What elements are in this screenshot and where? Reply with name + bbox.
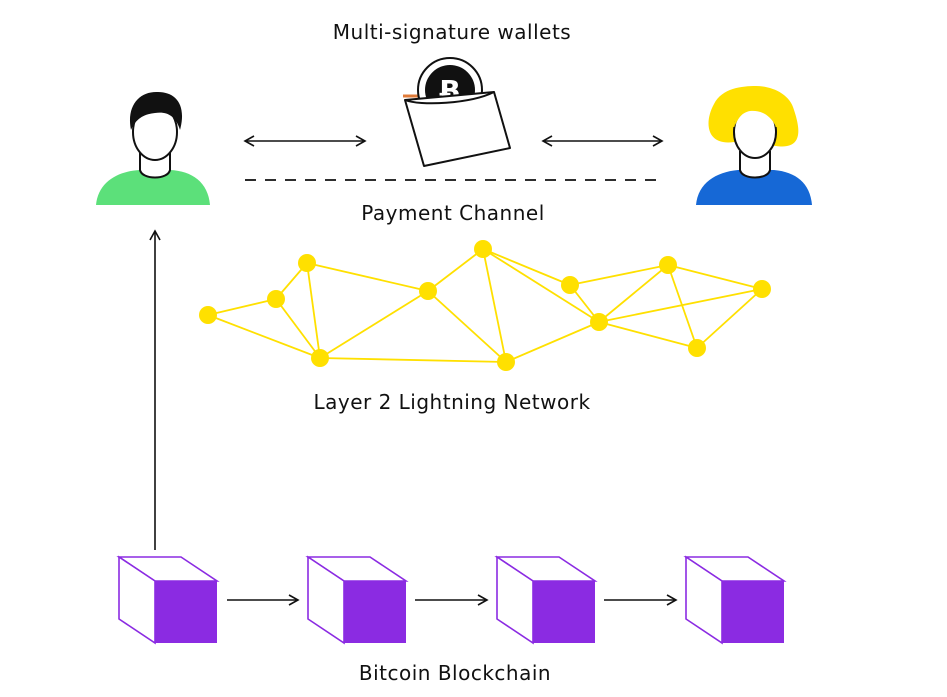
multisig-wallets-label: Multi-signature wallets — [332, 20, 572, 44]
network-edge — [696, 288, 763, 349]
network-edge — [598, 264, 669, 323]
block-cube-icon — [683, 555, 787, 645]
network-node — [298, 254, 316, 272]
network-node — [474, 240, 492, 258]
network-edge — [598, 321, 698, 349]
network-edge — [207, 298, 277, 316]
male-user-icon — [96, 91, 210, 205]
lightning-network-label: Layer 2 Lightning Network — [313, 390, 591, 414]
blockchain-blocks — [116, 555, 787, 645]
network-edge — [427, 248, 484, 292]
network-edge — [505, 321, 600, 363]
block-cube-icon — [494, 555, 598, 645]
block-cube-icon — [116, 555, 220, 645]
network-edge — [319, 290, 429, 359]
network-edge — [482, 248, 507, 363]
network-edge — [306, 262, 321, 359]
network-edge — [482, 248, 571, 286]
payment-channel-label: Payment Channel — [361, 201, 545, 225]
network-edge — [667, 264, 698, 349]
network-node — [419, 282, 437, 300]
network-node — [267, 290, 285, 308]
network-edge — [275, 298, 321, 359]
network-edge — [482, 248, 600, 323]
network-edge — [207, 314, 321, 359]
bitcoin-blockchain-label: Bitcoin Blockchain — [358, 661, 552, 685]
network-edge — [667, 264, 763, 290]
lightning-network-graph — [199, 240, 771, 371]
network-edge — [319, 357, 507, 363]
network-edge — [427, 290, 507, 363]
network-node — [590, 313, 608, 331]
bitcoin-wallet-icon: Ƀ — [403, 57, 511, 167]
network-edge — [569, 264, 669, 286]
network-node — [753, 280, 771, 298]
network-node — [199, 306, 217, 324]
block-cube-icon — [305, 555, 409, 645]
network-node — [659, 256, 677, 274]
female-user-icon — [696, 86, 812, 205]
network-node — [561, 276, 579, 294]
network-edge — [598, 288, 763, 323]
network-node — [497, 353, 515, 371]
network-node — [311, 349, 329, 367]
network-edge — [306, 262, 429, 292]
network-node — [688, 339, 706, 357]
